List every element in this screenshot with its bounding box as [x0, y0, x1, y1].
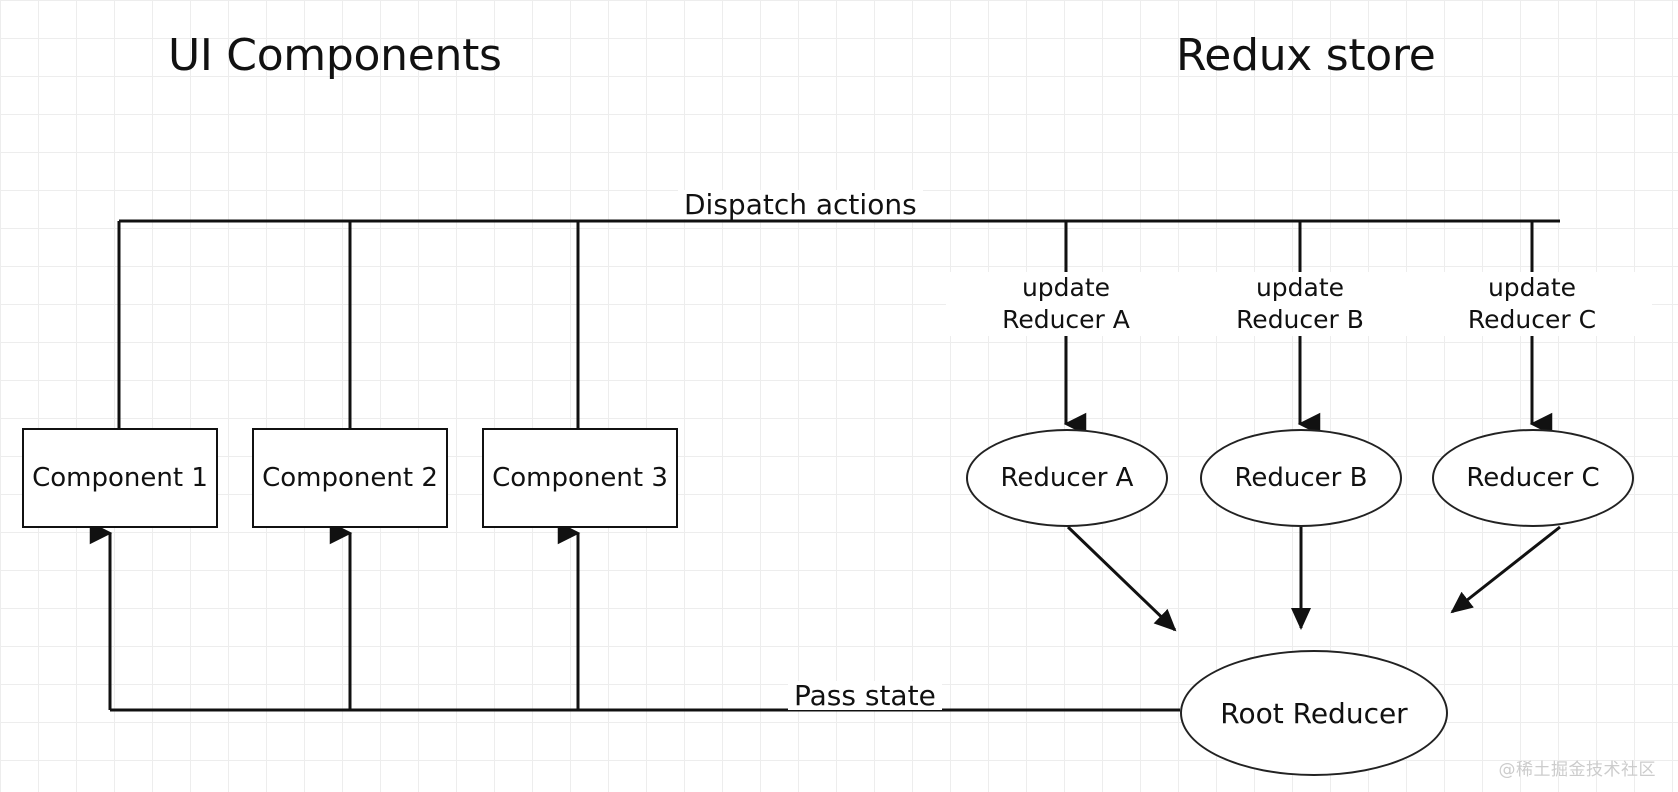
component-box-1[interactable]: Component 1: [22, 428, 218, 528]
watermark: @稀土掘金技术社区: [1498, 760, 1656, 780]
update-label-c-line1: update: [1412, 272, 1652, 304]
reducer-node-c[interactable]: Reducer C: [1432, 429, 1634, 527]
update-label-b-line1: update: [1180, 272, 1420, 304]
page-title-ui-components: UI Components: [168, 30, 502, 81]
reducer-node-a[interactable]: Reducer A: [966, 429, 1168, 527]
component-box-3[interactable]: Component 3: [482, 428, 678, 528]
update-label-b-line2: Reducer B: [1180, 304, 1420, 336]
component-box-2[interactable]: Component 2: [252, 428, 448, 528]
page-title-redux-store: Redux store: [1176, 30, 1436, 81]
update-label-reducer-b: update Reducer B: [1180, 272, 1420, 336]
root-reducer-node[interactable]: Root Reducer: [1180, 650, 1448, 776]
update-label-reducer-a: update Reducer A: [946, 272, 1186, 336]
update-label-a-line2: Reducer A: [946, 304, 1186, 336]
update-label-reducer-c: update Reducer C: [1412, 272, 1652, 336]
update-label-a-line1: update: [946, 272, 1186, 304]
update-label-c-line2: Reducer C: [1412, 304, 1652, 336]
edge-label-pass-state: Pass state: [788, 681, 942, 710]
edge-label-dispatch-actions: Dispatch actions: [678, 190, 923, 219]
reducer-node-b[interactable]: Reducer B: [1200, 429, 1402, 527]
